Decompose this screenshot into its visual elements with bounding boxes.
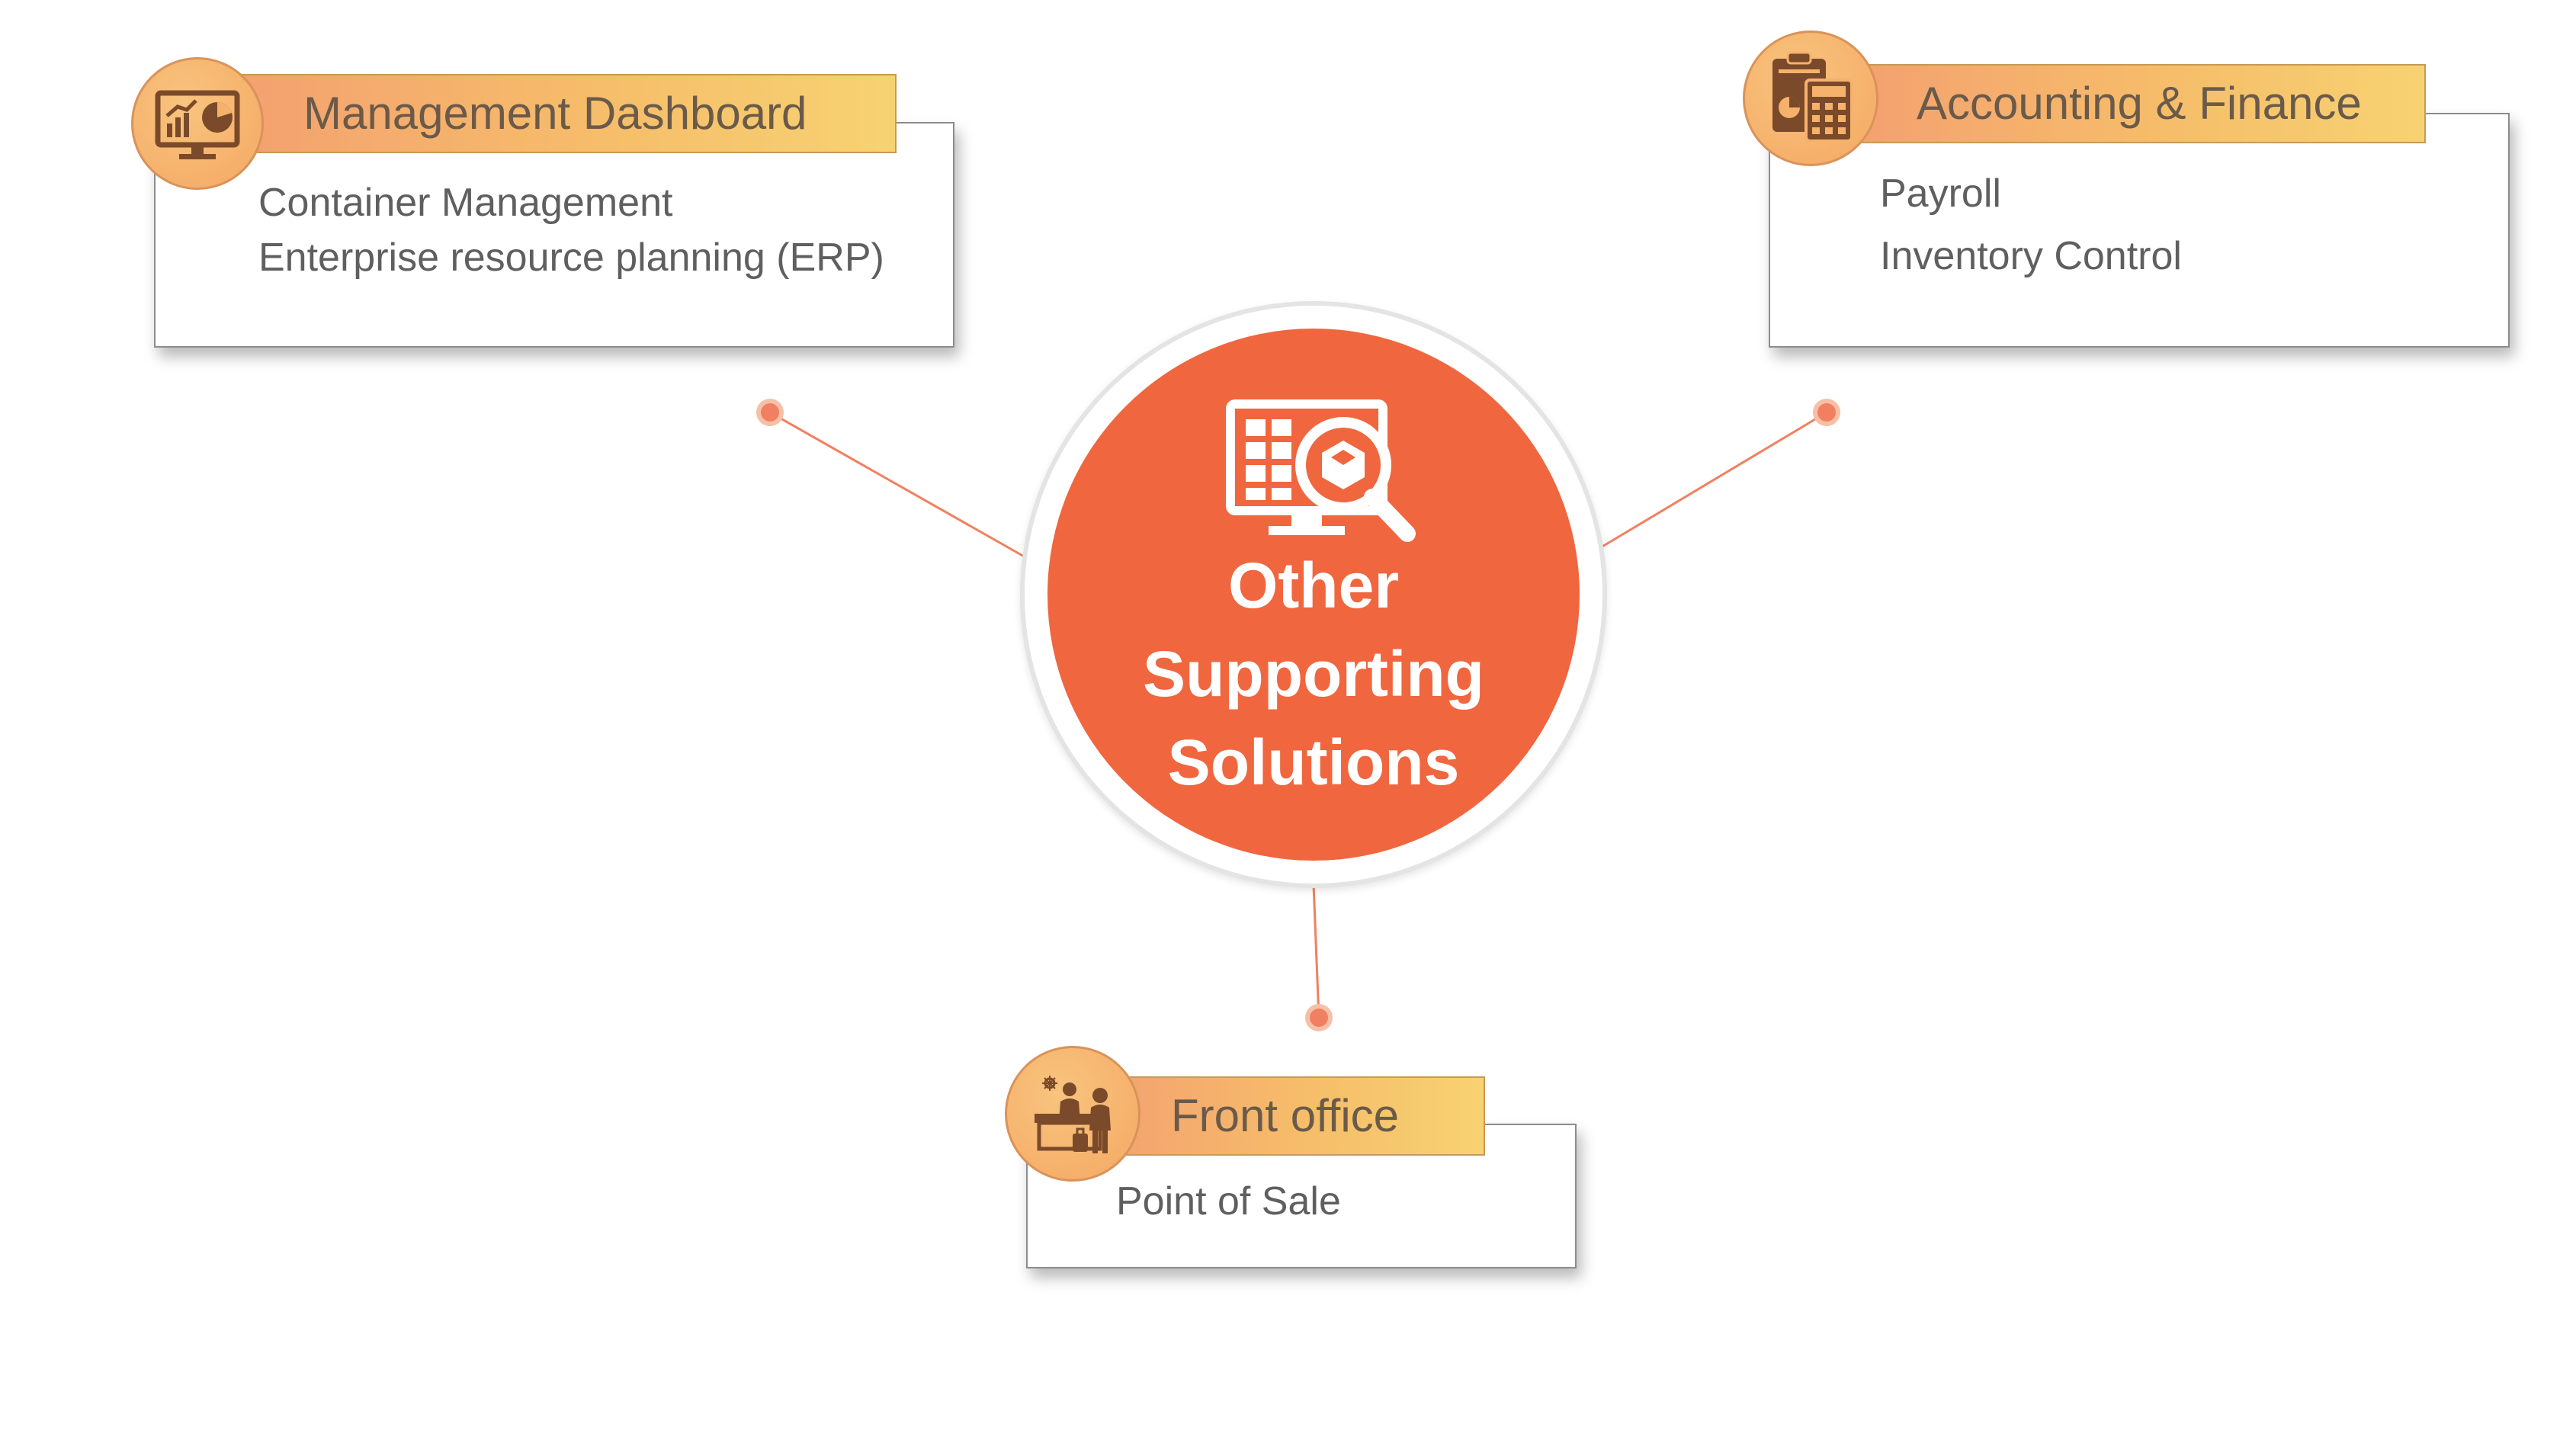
clipboard-calculator-icon	[1772, 51, 1853, 143]
hub-title-line-2: Supporting	[1143, 638, 1484, 710]
monitor-grid-search-icon	[1226, 399, 1416, 542]
hub-title-line-1: Other	[1227, 550, 1400, 621]
accounting-title: Accounting & Finance	[1917, 78, 2362, 129]
management-banner: Management Dashboard	[229, 74, 897, 153]
analytics-monitor-icon	[155, 90, 240, 159]
accounting-card: Payroll Inventory Control	[1769, 113, 2510, 348]
front-office-banner: Front office	[1090, 1076, 1485, 1156]
management-title: Management Dashboard	[303, 88, 807, 139]
connector-management	[769, 411, 1026, 559]
connector-dot-management	[756, 399, 784, 426]
management-badge	[131, 57, 264, 190]
connector-front-office	[1312, 884, 1320, 1018]
hub-title-line-3: Solutions	[1167, 726, 1460, 798]
connector-dot-front-office	[1305, 1004, 1333, 1031]
accounting-banner: Accounting & Finance	[1845, 64, 2426, 143]
management-item: Container Management	[258, 181, 673, 225]
front-office-badge	[1005, 1046, 1140, 1182]
management-card: Container Management Enterprise resource…	[154, 122, 954, 348]
accounting-badge	[1743, 30, 1878, 166]
hub-circle	[1047, 329, 1580, 861]
front-office-item: Point of Sale	[1116, 1179, 1341, 1223]
connector-accounting	[1600, 411, 1827, 549]
accounting-item: Inventory Control	[1880, 234, 2182, 278]
front-office-title: Front office	[1171, 1090, 1400, 1141]
reception-desk-icon	[1035, 1076, 1111, 1153]
connector-dot-accounting	[1813, 399, 1840, 426]
management-item: Enterprise resource planning (ERP)	[258, 236, 884, 280]
accounting-item: Payroll	[1880, 172, 2001, 216]
